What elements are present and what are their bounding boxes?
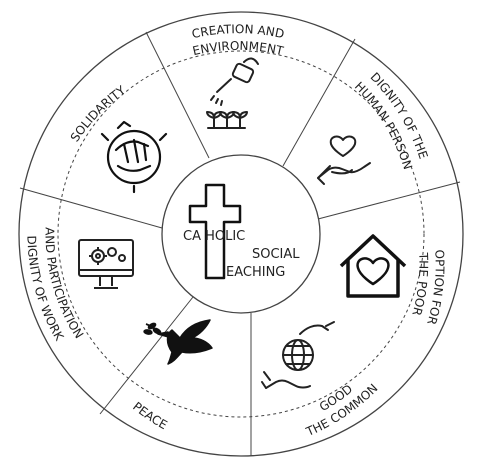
segment-dividers [19,31,461,456]
label-creation-2: ENVIRONMENT [191,39,285,59]
house-heart-icon [339,234,407,298]
watering-can-plants-icon [206,57,259,129]
label-peace: PEACE [130,399,169,432]
hand-holding-heart-icon [317,135,371,185]
center-circle [161,154,321,314]
computer-gears-icon [78,239,134,289]
cross-icon [188,183,242,280]
label-option-poor-2: THE POOR [409,251,430,317]
outer-ring [18,11,464,457]
dashed-inner-ring [57,50,425,418]
dove-olive-branch-icon [143,319,213,365]
hands-globe-icon [261,321,335,389]
joined-hands-icon [100,120,168,194]
center-text-line1: CA HOLIC [183,229,245,244]
center-text-line3: EACHING [226,265,285,280]
center-text-line2: SOCIAL [252,247,300,262]
label-creation: CREATION AND [190,22,285,41]
